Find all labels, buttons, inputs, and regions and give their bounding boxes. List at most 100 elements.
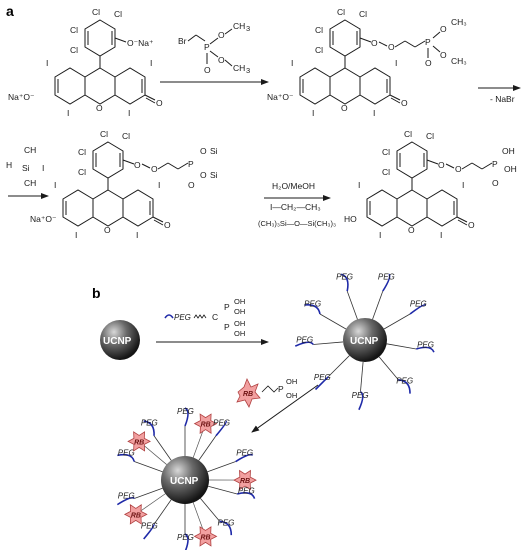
peg-label: PEG [336, 273, 353, 282]
peg-label: PEG [118, 492, 135, 501]
svg-text:CH₃: CH₃ [451, 17, 467, 27]
linker-bond [208, 485, 238, 495]
iodine-atom: I [67, 108, 69, 118]
svg-text:H: H [6, 160, 12, 170]
ucnp-core [161, 456, 209, 504]
svg-text:I: I [440, 230, 442, 240]
panel-label-a: a [6, 3, 14, 19]
rb-dye-star [236, 378, 261, 408]
peg-label: PEG [238, 486, 255, 495]
rb-label: RB [134, 439, 144, 446]
iodine-atom: I [46, 58, 48, 68]
svg-text:O: O [151, 164, 158, 174]
svg-text:I: I [158, 180, 160, 190]
svg-text:OH: OH [502, 146, 515, 156]
svg-text:CH₃: CH₃ [451, 56, 467, 66]
svg-text:I: I [395, 58, 397, 68]
svg-text:Cl: Cl [78, 167, 86, 177]
svg-text:P: P [278, 384, 284, 394]
rb-label: RB [131, 512, 141, 519]
solvent-label: H₂O/MeOH [272, 181, 315, 191]
svg-text:I: I [75, 230, 77, 240]
svg-text:RB: RB [243, 391, 253, 398]
ucnp-core [343, 318, 387, 362]
svg-text:P: P [492, 159, 498, 169]
rose-bengal-phosphonic-acid-product: Cl Cl Cl Cl O O P OH OH O I I I I O O HO [344, 129, 517, 240]
svg-text:I: I [54, 180, 56, 190]
peg-label: PEG [177, 407, 194, 416]
bare-ucnp-particle: UCNP [100, 320, 140, 360]
svg-text:O: O [440, 50, 447, 60]
ucnp-label: UCNP [350, 336, 379, 347]
peg-chain [184, 407, 189, 427]
peg-chain [235, 453, 254, 463]
phosphonate-ester-intermediate: Cl Cl Cl Cl O O P O CH₃ O CH₃ O I I I I … [267, 7, 467, 118]
rose-bengal-disodium-structure: Cl Cl Cl Cl O⁻Na⁺ I I I I O O Na⁺O⁻ [8, 7, 163, 118]
peg-bisphosphonate-linker: PEG C P P OH OH OH OH [164, 297, 245, 338]
linker-bond [207, 461, 236, 473]
svg-text:OH: OH [234, 307, 245, 316]
peg-label: PEG [174, 313, 191, 322]
svg-text:OH: OH [286, 377, 297, 386]
linker-bond [200, 498, 221, 522]
peg-chain [409, 304, 427, 315]
peg-chain [382, 273, 391, 292]
rb-dye-star [233, 469, 257, 491]
svg-text:O: O [104, 225, 111, 235]
svg-text:Cl: Cl [404, 129, 412, 139]
panel-label-b: b [92, 285, 101, 301]
svg-text:Cl: Cl [315, 25, 323, 35]
svg-text:Cl: Cl [78, 147, 86, 157]
linker-bond [153, 499, 172, 525]
peg-chain [143, 420, 155, 436]
peg-chain [398, 379, 411, 394]
iodine-atom: I [128, 108, 130, 118]
ethyl-iodide-label: I—CH₂—CH₃ [270, 202, 321, 212]
bromoethylphosphonate-reagent: Br P O O O CH 3 CH 3 [178, 21, 250, 75]
svg-text:O: O [492, 178, 499, 188]
svg-text:O: O [408, 225, 415, 235]
svg-text:CH: CH [24, 178, 36, 188]
svg-text:OH: OH [234, 329, 245, 338]
svg-text:Cl: Cl [122, 131, 130, 141]
svg-text:O: O [341, 103, 348, 113]
svg-text:O: O [440, 24, 447, 34]
linker-bond [313, 341, 344, 345]
oxygen-atom: O [204, 65, 211, 75]
reaction-arrow-6 [251, 384, 319, 433]
svg-text:OH: OH [234, 297, 245, 306]
linker-bond [198, 435, 217, 461]
peg-label: PEG [296, 335, 313, 344]
svg-text:I: I [42, 163, 44, 173]
peg-label: PEG [177, 533, 194, 542]
svg-text:O: O [425, 58, 432, 68]
cl-atom: Cl [92, 7, 100, 17]
ketone-oxygen: O [156, 98, 163, 108]
svg-text:P: P [224, 322, 230, 332]
svg-text:HO: HO [344, 214, 357, 224]
methyl-group: CH [233, 21, 245, 31]
svg-text:O: O [134, 160, 141, 170]
svg-text:3: 3 [246, 66, 250, 75]
peg-label: PEG [314, 373, 331, 382]
oxygen-atom: O [218, 55, 225, 65]
svg-text:Si: Si [22, 163, 30, 173]
peg-label: PEG [304, 300, 321, 309]
peg-chain [340, 273, 349, 292]
svg-text:Cl: Cl [382, 147, 390, 157]
svg-text:Si: Si [210, 146, 218, 156]
svg-text:O: O [200, 170, 207, 180]
peg-chain [236, 492, 256, 499]
svg-text:I: I [136, 230, 138, 240]
peg-label: PEG [236, 448, 253, 457]
svg-text:I: I [379, 230, 381, 240]
svg-text:Cl: Cl [382, 167, 390, 177]
peg-chain [117, 453, 136, 462]
peg-label: PEG [410, 300, 427, 309]
svg-text:OH: OH [234, 319, 245, 328]
rb-dye-star [193, 413, 218, 434]
svg-text:OH: OH [286, 391, 297, 400]
hexamethyldisiloxane-label: (CH₃)₃Si—O—Si(CH₃)₃ [258, 219, 336, 228]
linker-bond [134, 487, 163, 499]
peg-chain [415, 346, 435, 353]
